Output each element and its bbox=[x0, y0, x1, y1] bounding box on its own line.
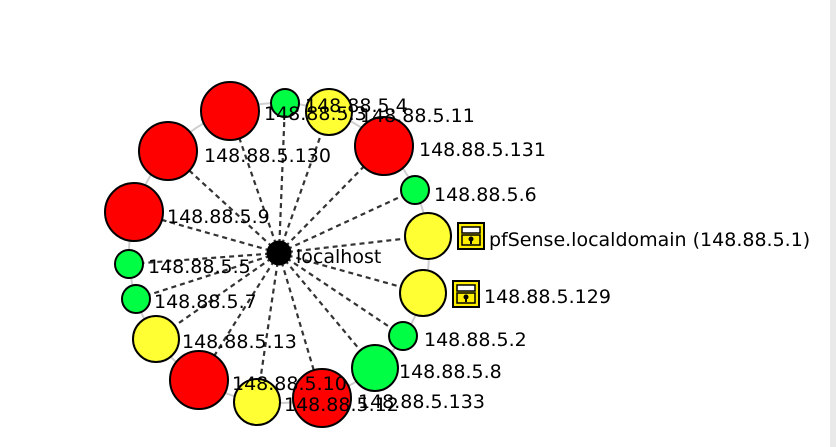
host-label: 148.88.5.13 bbox=[182, 331, 297, 353]
lock-icon bbox=[452, 280, 480, 308]
link-edge bbox=[135, 251, 280, 301]
link-edge bbox=[167, 150, 280, 254]
link-edge bbox=[278, 252, 404, 337]
host-node-148-88-5-129[interactable] bbox=[399, 269, 447, 317]
link-edge bbox=[255, 252, 281, 403]
host-label: 148.88.5.130 bbox=[204, 145, 331, 167]
link-edge bbox=[277, 111, 331, 254]
host-node-148-88-5-131[interactable] bbox=[354, 116, 414, 176]
host-label: 148.88.5.6 bbox=[434, 184, 537, 206]
host-label: 148.88.5.133 bbox=[358, 391, 485, 413]
host-label: 148.88.5.131 bbox=[419, 139, 546, 161]
link-edge bbox=[155, 252, 280, 340]
link-edge bbox=[278, 252, 376, 369]
host-node-148-88-5-4[interactable] bbox=[270, 88, 300, 118]
host-label: 148.88.5.3 bbox=[264, 103, 367, 125]
host-label: 148.88.5.7 bbox=[154, 291, 257, 313]
link-edge bbox=[228, 110, 281, 254]
host-label: 148.88.5.2 bbox=[424, 329, 527, 351]
link-edge bbox=[278, 145, 385, 254]
host-node-148-88-5-7[interactable] bbox=[121, 284, 151, 314]
center-node-localhost[interactable] bbox=[266, 240, 292, 266]
host-node-148-88-5-133[interactable] bbox=[292, 368, 352, 428]
host-label: 148.88.5.129 bbox=[484, 286, 611, 308]
host-label: 148.88.5.9 bbox=[167, 206, 270, 228]
host-node-148-88-5-8[interactable] bbox=[351, 344, 399, 392]
host-node-148-88-5-9[interactable] bbox=[104, 182, 164, 242]
host-node-148-88-5-3[interactable] bbox=[200, 81, 260, 141]
host-node-148-88-5-2[interactable] bbox=[388, 321, 418, 351]
host-label: 148.88.5.12 bbox=[284, 394, 399, 416]
center-node-label: localhost bbox=[296, 246, 381, 268]
lock-icon bbox=[457, 222, 485, 250]
host-label: 148.88.5.10 bbox=[232, 373, 347, 395]
host-node-148-88-5-11[interactable] bbox=[305, 88, 353, 136]
host-label: 148.88.5.8 bbox=[399, 361, 502, 383]
host-node-148-88-5-12[interactable] bbox=[233, 378, 281, 426]
host-node-148-88-5-10[interactable] bbox=[169, 350, 229, 410]
host-label: 148.88.5.11 bbox=[360, 105, 475, 127]
link-edge bbox=[278, 251, 424, 295]
host-label: pfSense.localdomain (148.88.5.1) bbox=[489, 229, 810, 251]
host-node-148-88-5-5[interactable] bbox=[114, 249, 144, 279]
link-edge bbox=[278, 189, 416, 254]
host-node-148-88-5-13[interactable] bbox=[132, 315, 180, 363]
host-label: 148.88.5.5 bbox=[148, 256, 251, 278]
link-edge bbox=[133, 210, 280, 255]
link-edge bbox=[278, 234, 429, 255]
host-node-pfSense-localdomain-148-88-5-1-[interactable] bbox=[404, 212, 452, 260]
link-edge bbox=[128, 251, 280, 266]
vertical-scrollbar[interactable] bbox=[830, 0, 836, 447]
link-edge bbox=[198, 252, 280, 381]
host-node-148-88-5-6[interactable] bbox=[400, 175, 430, 205]
host-label: 148.88.5.4 bbox=[305, 95, 408, 117]
host-node-148-88-5-130[interactable] bbox=[138, 121, 198, 181]
node-layer bbox=[104, 81, 452, 428]
link-edge bbox=[277, 102, 287, 254]
